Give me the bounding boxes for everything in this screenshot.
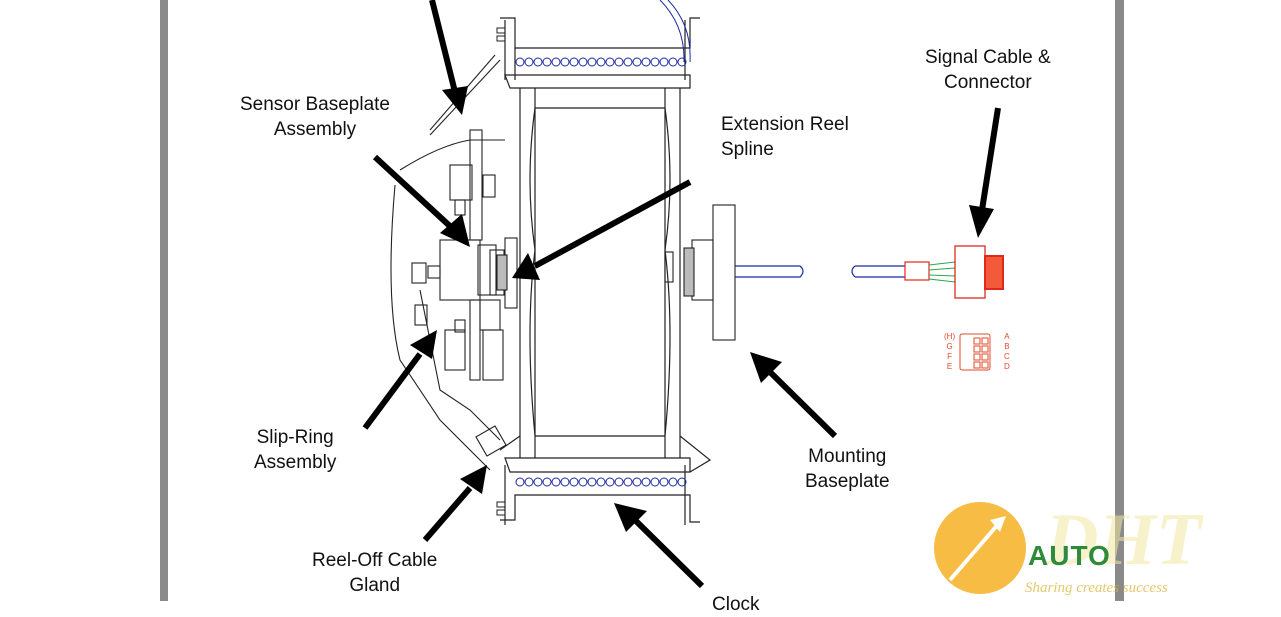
label-line: Reel-Off Cable [312,550,438,571]
connector [904,245,1004,299]
label-line: Spline [721,139,774,160]
label-reel-off-gland: Reel-Off Cable Gland [312,548,437,598]
label-line: Sensor Baseplate [240,94,390,115]
label-mounting-baseplate: Mounting Baseplate [805,444,890,494]
label-line: Signal Cable & [925,47,1051,68]
label-line: Assembly [254,452,337,473]
signal-cable [735,265,905,278]
page-frame-right [1115,0,1124,601]
label-line: Baseplate [805,471,890,492]
label-sensor-baseplate: Sensor Baseplate Assembly [240,92,390,142]
watermark-slogan: Sharing creates success [1025,580,1168,596]
label-extension-reel-spline: Extension Reel Spline [721,112,849,162]
pinout-right-letters: A B C D [1004,332,1010,372]
label-signal-cable: Signal Cable & Connector [925,45,1051,95]
watermark-name: AUTO [1028,540,1111,571]
pin-letter: D [1004,362,1010,371]
pin-letter: G [946,342,953,351]
mounting-baseplate [664,204,736,341]
label-line: Slip-Ring [256,427,334,448]
label-slip-ring: Slip-Ring Assembly [254,425,336,475]
page-frame-left [160,0,168,601]
flange-screws [496,27,506,516]
pin-letter: C [1004,352,1010,361]
pin-letter: E [946,362,953,371]
callout-arrows [362,0,1001,589]
coil-bottom [515,477,687,487]
label-line: Mounting [808,446,887,467]
label-line: Assembly [273,119,357,140]
connector-pinout [959,333,991,371]
sensor-housing [390,54,518,471]
pin-letter: F [947,352,952,361]
watermark-brand: DHT [1045,499,1202,581]
label-line: Extension Reel [721,114,849,135]
watermark-logo-mark [934,502,1026,594]
reel-diagram [362,0,1026,594]
label-line: Gland [349,575,401,596]
coil-top [515,0,691,67]
pin-letter: (H) [944,332,956,341]
pinout-left-letters: (H) G F E [944,332,955,372]
pin-letter: B [1004,342,1010,351]
label-bottom-cut: Clock [712,594,760,615]
pin-letter: A [1004,332,1010,341]
label-line: Connector [944,72,1032,93]
